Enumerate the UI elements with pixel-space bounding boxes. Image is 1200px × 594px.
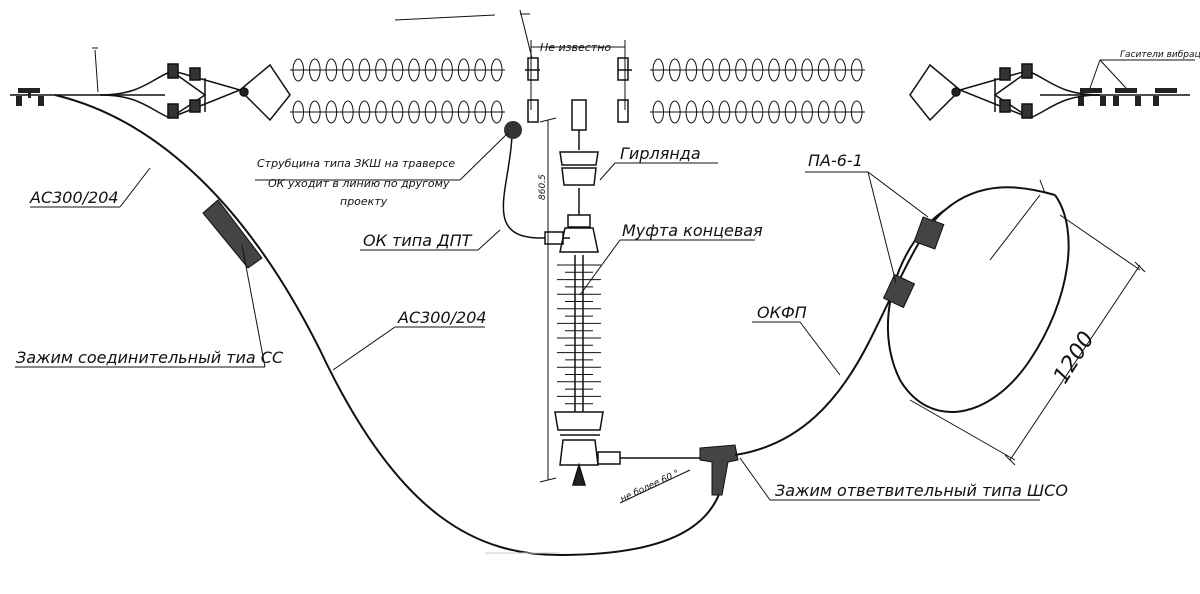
label-ne-izvestno: Не известно (540, 41, 611, 54)
insulator-disc (817, 100, 830, 124)
label-okfp: ОКФП (757, 303, 807, 322)
insulator-disc (768, 58, 780, 82)
insulator-disc (457, 58, 470, 82)
insulator-disc (424, 100, 437, 124)
insulator-disc (850, 100, 863, 124)
right-yoke-fittings (909, 63, 1101, 122)
vibration-damper-icon (1078, 88, 1177, 106)
insulator-disc (735, 58, 747, 82)
label-strubcina-1: Струбцина типа ЗКШ на траверсе (257, 157, 455, 170)
label-mufta: Муфта концевая (622, 221, 763, 240)
insulator-string-icon (650, 58, 865, 82)
insulator-disc (490, 58, 503, 82)
insulator-disc (457, 100, 470, 124)
insulator-disc (292, 58, 305, 82)
insulator-disc (652, 100, 665, 124)
insulator-disc (784, 100, 797, 124)
insulator-disc (474, 100, 486, 124)
label-strubcina-3: проекту (340, 195, 388, 208)
label-ok-dpt: ОК типа ДПТ (363, 231, 473, 250)
insulator-disc (801, 58, 813, 82)
insulator-disc (718, 100, 731, 124)
insulator-disc (375, 58, 387, 82)
okfp-loop (886, 194, 1070, 414)
ok-dpt-cable (502, 134, 570, 245)
label-ac300-left: АС300/204 (29, 188, 119, 207)
insulator-disc (751, 58, 764, 82)
insulator-disc (424, 58, 437, 82)
insulator-disc (375, 100, 387, 124)
vibration-damper-icon (16, 88, 44, 106)
label-garlanda: Гирлянда (620, 144, 701, 163)
insulator-disc (309, 58, 321, 82)
insulator-disc (652, 58, 665, 82)
insulator-disc (408, 100, 420, 124)
insulator-disc (474, 58, 486, 82)
label-zazhim-soed: Зажим соединительный тиа СС (16, 348, 284, 367)
insulator-disc (801, 100, 813, 124)
insulator-string-icon (290, 58, 505, 82)
insulator-disc (718, 58, 731, 82)
top-conductor-lines (10, 47, 1190, 96)
insulator-disc (441, 58, 453, 82)
insulator-disc (292, 100, 305, 124)
insulator-disc (702, 58, 714, 82)
branch-clamp-icon (699, 444, 739, 496)
label-gasiteli: Гасители вибрации (1120, 50, 1200, 60)
dimension-860-5-label: 860.5 (538, 174, 548, 200)
insulator-disc (768, 100, 780, 124)
insulator-string-icon (290, 100, 505, 124)
insulator-disc (669, 58, 681, 82)
insulator-disc (391, 58, 404, 82)
label-ne-bolee: не более 60 ° (619, 469, 681, 505)
pa-6-1-clamp-lower (882, 273, 916, 309)
insulator-disc (342, 100, 354, 124)
cable-joint-icon (202, 199, 263, 269)
insulator-disc (751, 100, 764, 124)
insulator-disc (817, 58, 830, 82)
end-sleeve-icon (554, 99, 705, 486)
insulator-disc (834, 58, 846, 82)
insulator-disc (669, 100, 681, 124)
insulator-disc (834, 100, 846, 124)
insulator-disc (441, 100, 453, 124)
insulator-disc (342, 58, 354, 82)
insulator-disc (685, 58, 698, 82)
label-strubcina-2: ОК уходит в линию по другому (268, 177, 450, 190)
label-ac300-mid: АС300/204 (397, 308, 487, 327)
okfp-cable (734, 186, 1056, 456)
insulator-disc (391, 100, 404, 124)
insulator-disc (490, 100, 503, 124)
label-pa-6-1: ПА-6-1 (808, 151, 863, 170)
insulator-disc (358, 100, 371, 124)
insulator-string-icon (650, 100, 865, 124)
clamp-ball-icon (504, 121, 522, 139)
dimension-1200 (909, 179, 1146, 466)
insulator-disc (408, 58, 420, 82)
insulator-disc (735, 100, 747, 124)
label-zazhim-otv: Зажим ответвительный типа ШСО (775, 481, 1068, 500)
insulator-disc (685, 100, 698, 124)
dimension-1200-label: 1200 (1049, 327, 1100, 388)
insulator-disc (850, 58, 863, 82)
left-yoke-fittings (99, 63, 291, 122)
conductor-ac300-main (54, 94, 726, 557)
insulator-disc (325, 58, 338, 82)
insulator-disc (325, 100, 338, 124)
string-end-fittings (394, 9, 632, 123)
insulator-disc (358, 58, 371, 82)
pa-6-1-clamp-upper (913, 216, 945, 250)
insulator-disc (702, 100, 714, 124)
leader-lines (15, 59, 1195, 504)
dimension-860-5 (539, 117, 557, 483)
sleeve-sheds (557, 264, 601, 405)
insulator-disc (309, 100, 321, 124)
insulator-disc (784, 58, 797, 82)
